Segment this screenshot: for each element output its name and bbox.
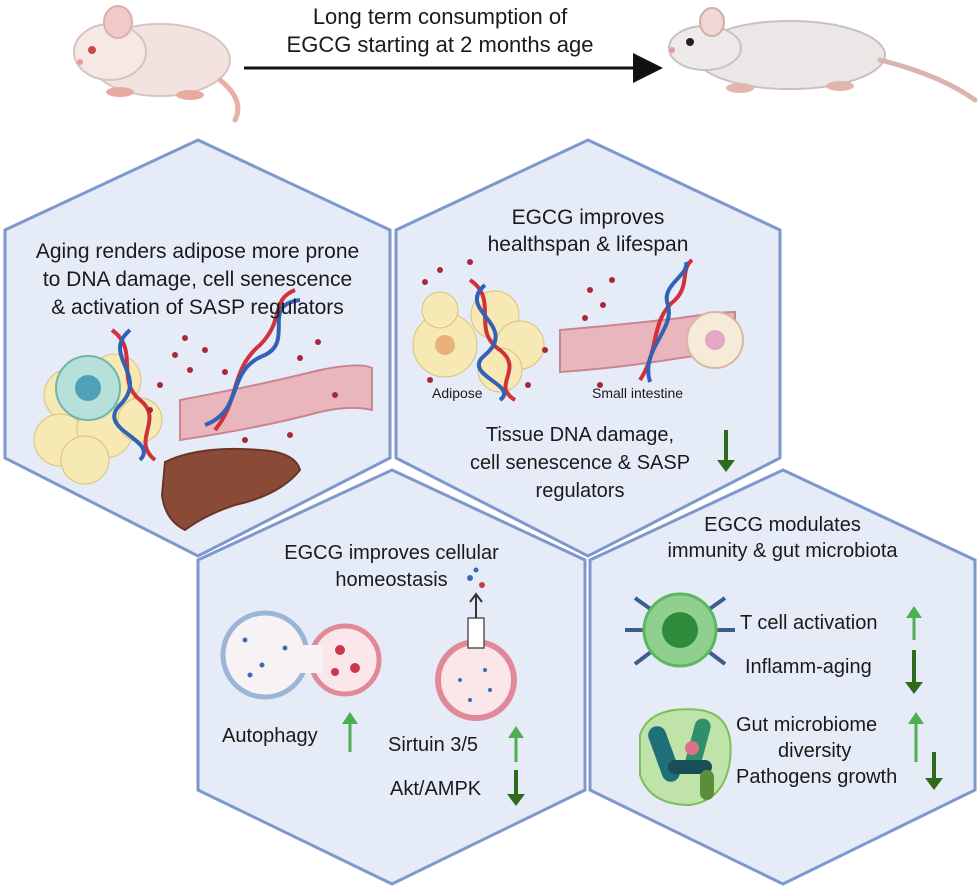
t-cell-icon	[625, 592, 735, 668]
liver-icon	[160, 447, 302, 532]
gut-microbiome-label-line-2: diversity	[778, 740, 852, 762]
healthspan-effect-line-3: regulators	[535, 480, 625, 502]
dna-helix-icon	[204, 288, 301, 432]
aging-text-line-3: & activation of SASP regulators	[51, 296, 344, 319]
senescent-cell-icon	[55, 355, 121, 421]
pathogens-growth-arrow	[925, 752, 943, 790]
intestine-segment-icon	[559, 310, 744, 374]
gut-microbiome-icon	[639, 708, 732, 807]
homeostasis-hexagon	[196, 468, 587, 886]
inflamm-aging-label: Inflamm-aging	[745, 656, 872, 678]
dna-helix-icon	[110, 328, 157, 462]
healthspan-effect-line-2: cell senescence & SASP	[469, 452, 691, 474]
homeostasis-title-line-1: EGCG improves cellular	[284, 542, 499, 564]
sirtuin-arrow	[508, 726, 524, 762]
homeostasis-title-line-2: homeostasis	[335, 569, 448, 591]
akt-ampk-arrow	[507, 770, 525, 806]
healthspan-effect-arrow	[717, 430, 735, 472]
aging-text-line-2: to DNA damage, cell senescence	[42, 268, 353, 291]
sasp-particles-icon	[422, 259, 615, 388]
mitochondria-cell-icon	[435, 567, 517, 721]
healthspan-title-line-2: healthspan & lifespan	[487, 233, 689, 256]
intestine-segment-icon	[179, 364, 373, 442]
header-line-1: Long term consumption of	[312, 4, 568, 29]
healthspan-effect-line-1: Tissue DNA damage,	[485, 424, 675, 446]
sasp-particles-icon	[147, 335, 338, 443]
old-mouse-icon	[668, 7, 978, 103]
small-intestine-label: Small intestine	[592, 385, 684, 401]
dna-helix-icon	[468, 278, 517, 402]
header-line-2: EGCG starting at 2 months age	[286, 32, 594, 57]
t-cell-activation-arrow	[906, 606, 922, 640]
akt-ampk-label: Akt/AMPK	[390, 778, 482, 800]
t-cell-activation-label: T cell activation	[740, 612, 878, 634]
gut-microbiome-label-line-1: Gut microbiome	[736, 714, 878, 736]
immunity-title-line-2: immunity & gut microbiota	[667, 540, 898, 562]
autophagy-arrow	[342, 712, 358, 752]
autophagosome-fusion-icon	[220, 610, 382, 700]
sirtuin-label: Sirtuin 3/5	[388, 734, 479, 756]
inflamm-aging-arrow	[905, 650, 923, 694]
aging-text-line-1: Aging renders adipose more prone	[35, 240, 360, 263]
immunity-title-line-1: EGCG modulates	[704, 514, 861, 536]
pathogens-growth-label: Pathogens growth	[736, 766, 898, 788]
adipose-label: Adipose	[432, 385, 483, 401]
healthspan-title-line-1: EGCG improves	[511, 206, 665, 229]
young-mouse-icon	[73, 5, 241, 123]
dna-helix-icon	[638, 258, 694, 383]
gut-microbiome-arrow	[908, 712, 924, 762]
autophagy-label: Autophagy	[222, 725, 318, 747]
